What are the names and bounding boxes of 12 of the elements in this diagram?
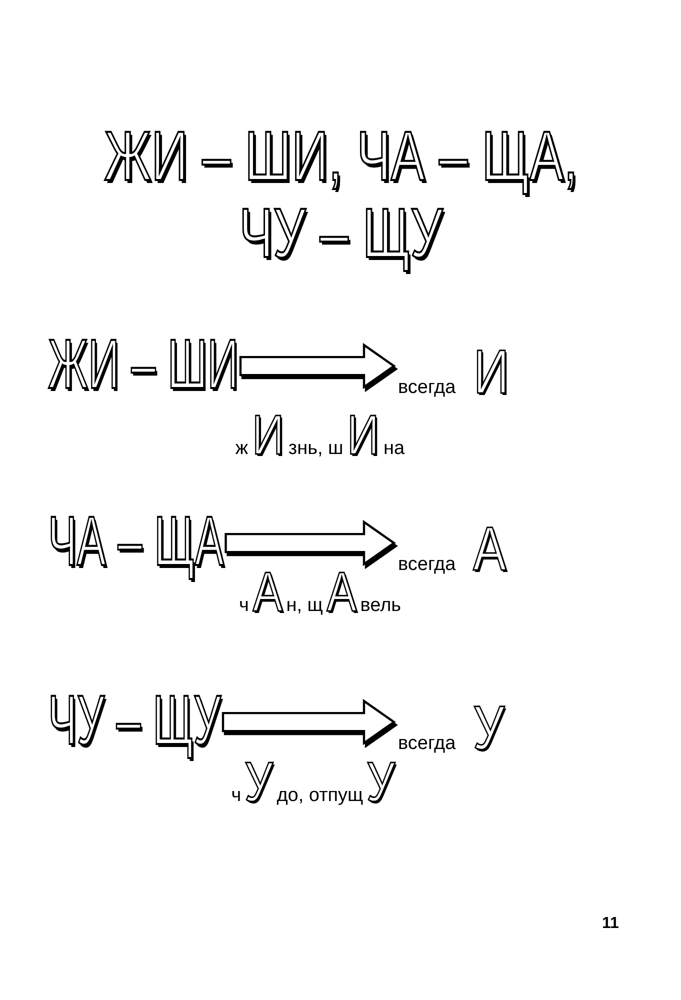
spelling-rule: ЧА – ЩА [48,503,224,580]
rule-result: всегда И [398,338,514,423]
page-number: 11 [602,915,619,933]
example-words: чУдо, отпущУ [231,752,398,815]
block-arrow [222,698,396,746]
block-arrow [239,342,396,390]
rule-result: всегда А [398,515,510,600]
block-arrow [224,520,396,566]
spelling-rule: ЧУ – ЩУ [48,682,221,759]
spelling-rule: ЖИ – ШИ [48,326,238,403]
title: ЖИ – ШИ, ЧА – ЩА, ЧУ – ЩУ [102,118,578,272]
rule-result: всегда У [398,694,508,779]
